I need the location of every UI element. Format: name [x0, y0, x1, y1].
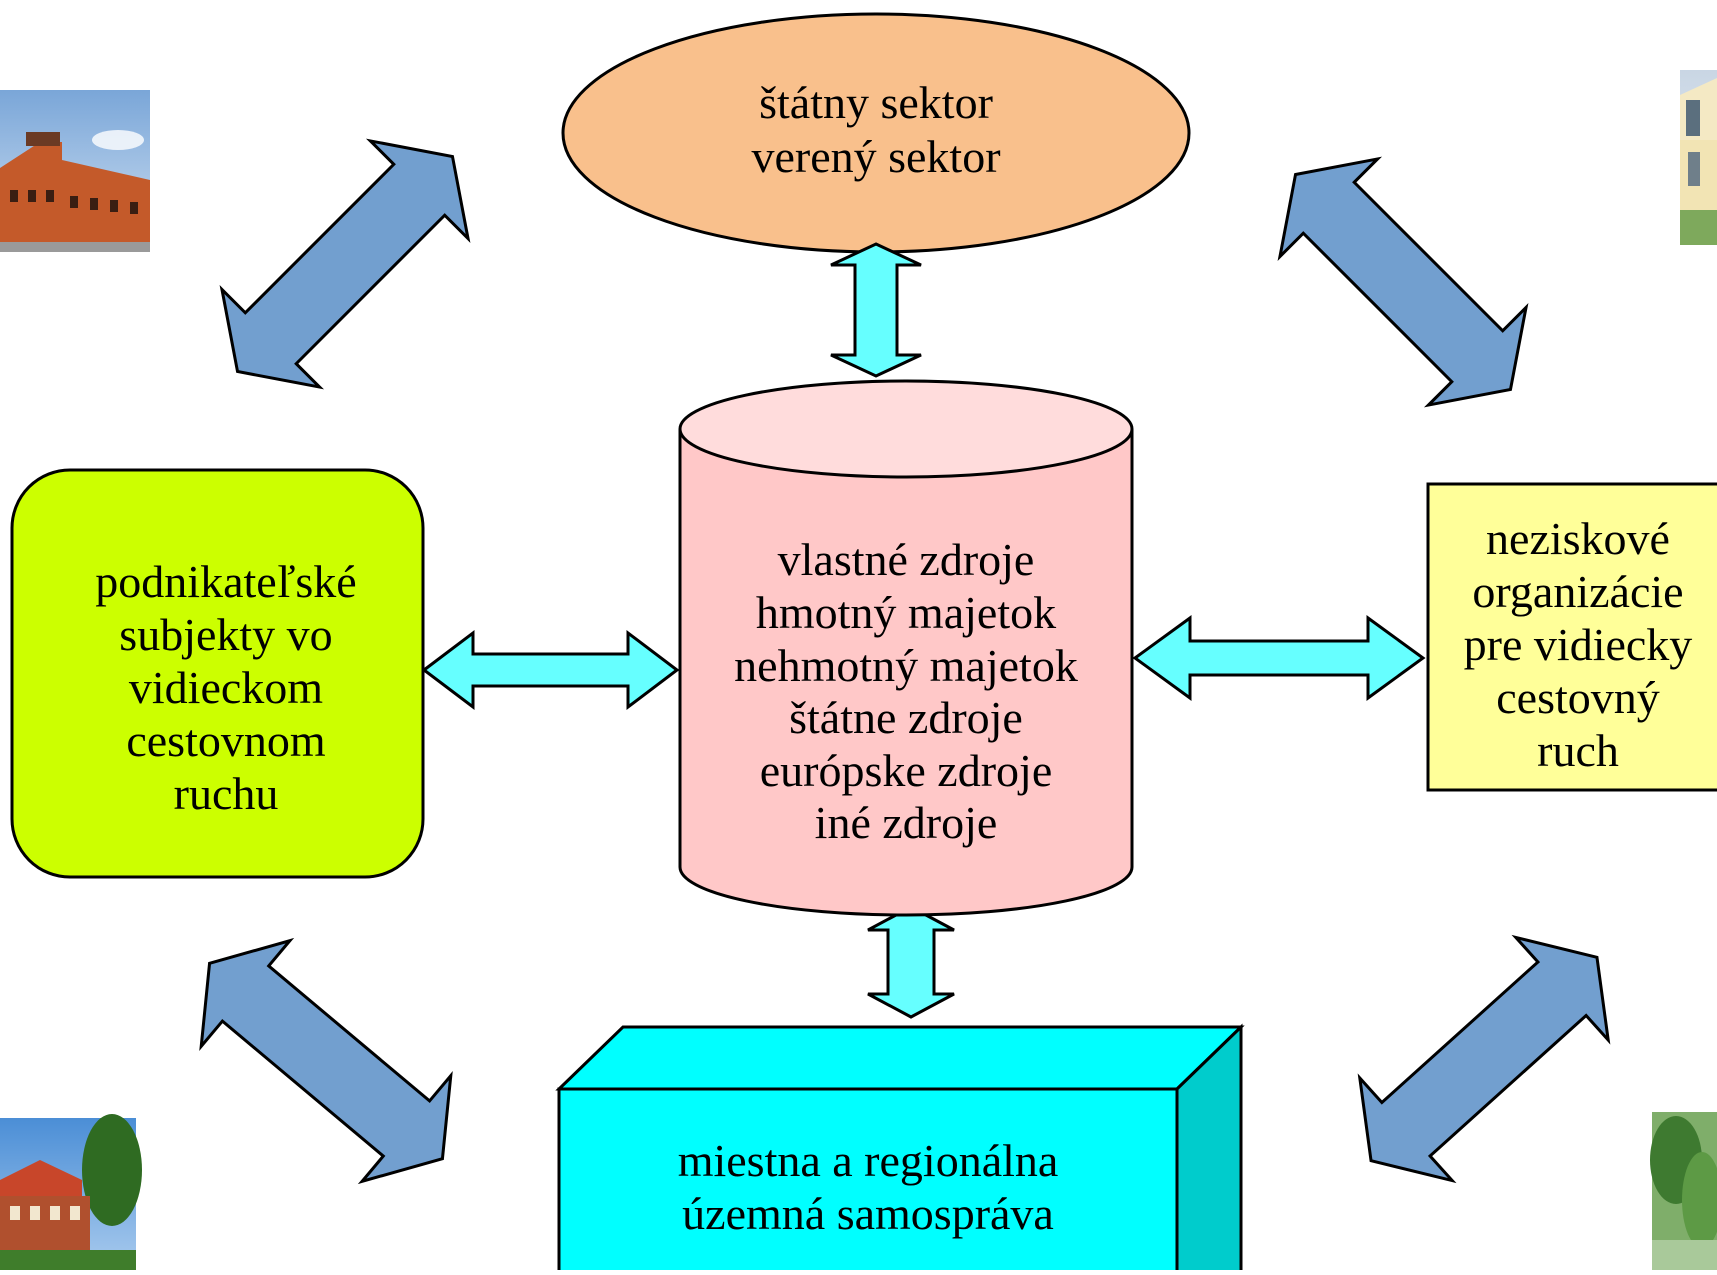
- nonprofits-line-5: ruch: [1537, 725, 1619, 776]
- small-arrow-top: [830, 242, 922, 378]
- photo-building-bottom-left: [0, 1114, 142, 1270]
- public-sector-line-1: štátny sektor: [759, 77, 993, 128]
- nonprofits-line-3: pre vidiecky: [1464, 619, 1693, 670]
- node-resources: vlastné zdroje hmotný majetok nehmotný m…: [678, 379, 1134, 917]
- businesses-line-3: vidieckom: [129, 662, 323, 713]
- nonprofits-box: [1426, 482, 1717, 792]
- small-arrow-right: [1132, 615, 1426, 701]
- nonprofits-line-2: organizácie: [1472, 566, 1683, 617]
- businesses-line-5: ruchu: [174, 768, 279, 819]
- big-arrow-bottom-left: [199, 937, 453, 1185]
- nonprofits-line-4: cestovný: [1496, 672, 1660, 723]
- resources-line-6: iné zdroje: [815, 797, 998, 848]
- small-arrow-bottom: [867, 905, 955, 1019]
- node-public-sector: štátny sektor verený sektor: [561, 12, 1191, 254]
- resources-line-2: hmotný majetok: [756, 587, 1056, 638]
- businesses-line-2: subjekty vo: [119, 609, 332, 660]
- big-arrow-top-left: [219, 138, 471, 390]
- resources-line-1: vlastné zdroje: [778, 534, 1035, 585]
- node-businesses: podnikateľské subjekty vo vidieckom cest…: [10, 468, 425, 879]
- photo-trees-bottom-right: [1650, 1112, 1717, 1270]
- resources-line-3: nehmotný majetok: [734, 640, 1078, 691]
- self-government-line-1: miestna a regionálna: [678, 1135, 1059, 1186]
- resources-cylinder-body: [678, 429, 1134, 917]
- small-arrow-left: [421, 629, 680, 711]
- big-arrow-bottom-right: [1357, 934, 1611, 1184]
- resources-line-4: štátne zdroje: [789, 692, 1023, 743]
- big-arrow-top-right: [1277, 156, 1529, 408]
- self-government-box-top: [555, 1025, 1245, 1091]
- self-government-box-front: [557, 1087, 1179, 1275]
- businesses-box: [10, 468, 425, 879]
- photo-building-top-right: [1680, 70, 1717, 245]
- nonprofits-line-1: neziskové: [1486, 513, 1670, 564]
- public-sector-line-2: verený sektor: [751, 131, 1000, 182]
- resources-cylinder-top: [678, 379, 1134, 479]
- node-nonprofits: neziskové organizácie pre vidiecky cesto…: [1426, 482, 1717, 792]
- resources-line-5: európske zdroje: [760, 745, 1053, 796]
- self-government-line-2: územná samospráva: [682, 1188, 1054, 1239]
- businesses-line-4: cestovnom: [126, 715, 326, 766]
- photo-building-top-left: [0, 90, 150, 252]
- node-self-government: miestna a regionálna územná samospráva: [555, 1023, 1245, 1275]
- businesses-line-1: podnikateľské: [95, 556, 356, 607]
